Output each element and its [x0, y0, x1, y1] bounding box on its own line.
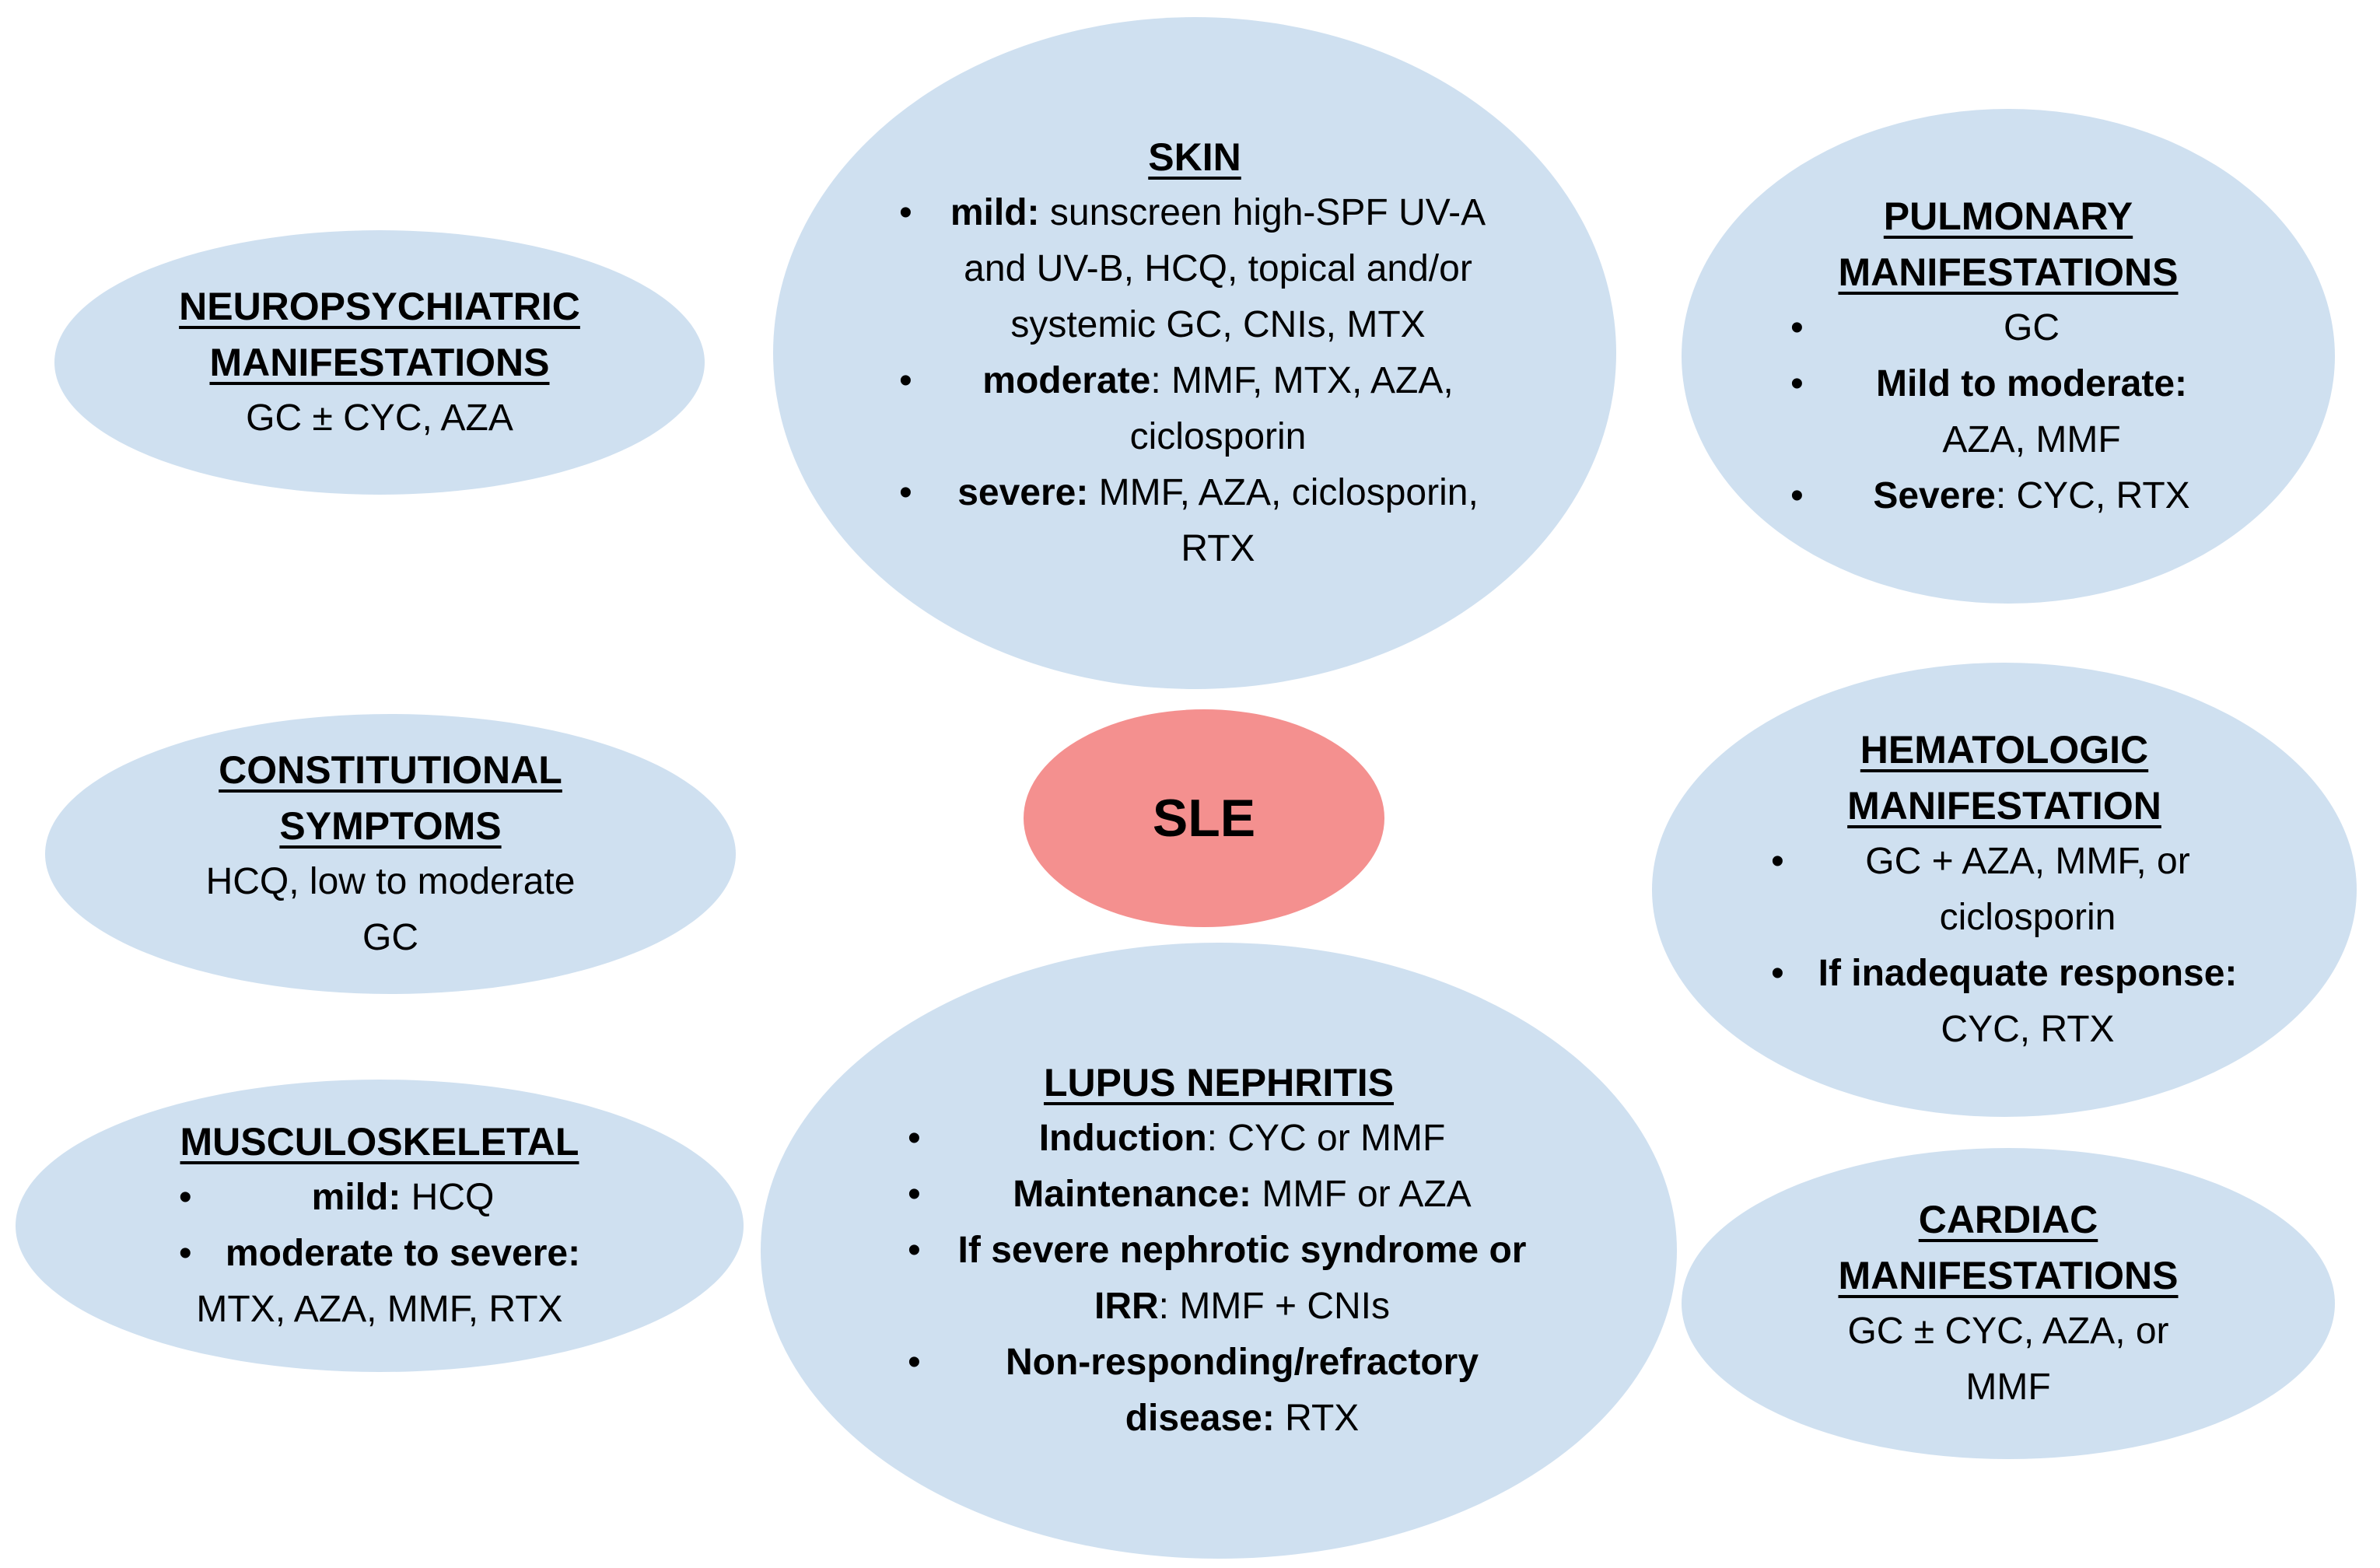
musculoskeletal-title: MUSCULOSKELETAL [180, 1120, 579, 1164]
lupus-nephritis-list: Induction: CYC or MMF Maintenance: MMF o… [908, 1111, 1530, 1447]
list-item: If inadequate response: CYC, RTX [1771, 946, 2238, 1058]
list-item: mild: sunscreen high-SPF UV-A and UV-B, … [899, 185, 1490, 353]
cardiac-ellipse: CARDIAC MANIFESTATIONS GC ± CYC, AZA, or… [1682, 1148, 2335, 1459]
constitutional-text-line-1: HCQ, low to moderate [205, 861, 576, 902]
hematologic-title-line-1: HEMATOLOGIC [1860, 728, 2149, 772]
sle-label: SLE [1152, 789, 1256, 848]
constitutional-title-line-2: SYMPTOMS [279, 804, 502, 848]
list-item: Maintenance: MMF or AZA [908, 1167, 1530, 1223]
hematologic-title: HEMATOLOGIC MANIFESTATION [1847, 722, 2161, 834]
hematologic-ellipse: HEMATOLOGIC MANIFESTATION GC + AZA, MMF,… [1652, 663, 2357, 1117]
skin-list: mild: sunscreen high-SPF UV-A and UV-B, … [899, 185, 1490, 577]
list-item: Mild to moderate: AZA, MMF [1790, 356, 2226, 468]
list-item: Induction: CYC or MMF [908, 1111, 1530, 1167]
constitutional-title: CONSTITUTIONAL SYMPTOMS [219, 742, 562, 854]
pulmonary-list: GC Mild to moderate: AZA, MMF Severe: CY… [1790, 300, 2226, 524]
neuropsychiatric-title-line-2: MANIFESTATIONS [209, 341, 550, 384]
pulmonary-title: PULMONARY MANIFESTATIONS [1838, 188, 2178, 300]
cardiac-text: GC ± CYC, AZA, or MMF [1847, 1304, 2168, 1416]
musculoskeletal-ellipse: MUSCULOSKELETAL mild: HCQ moderate to se… [16, 1080, 744, 1372]
cardiac-title: CARDIAC MANIFESTATIONS [1838, 1192, 2178, 1304]
constitutional-text: HCQ, low to moderate GC [206, 854, 576, 966]
cardiac-title-line-2: MANIFESTATIONS [1838, 1254, 2179, 1297]
constitutional-title-line-1: CONSTITUTIONAL [219, 748, 562, 792]
list-item: Severe: CYC, RTX [1790, 468, 2226, 524]
list-item: moderate to severe: [179, 1226, 580, 1282]
lupus-nephritis-ellipse: LUPUS NEPHRITIS Induction: CYC or MMF Ma… [761, 943, 1677, 1559]
list-item: If severe nephrotic syndrome or IRR: MMF… [908, 1223, 1530, 1335]
list-item: Non-responding/refractory disease: RTX [908, 1335, 1530, 1447]
hematologic-title-line-2: MANIFESTATION [1847, 784, 2161, 828]
skin-ellipse: SKIN mild: sunscreen high-SPF UV-A and U… [773, 17, 1616, 689]
list-item: GC [1790, 300, 2226, 356]
neuropsychiatric-ellipse: NEUROPSYCHIATRIC MANIFESTATIONS GC ± CYC… [54, 230, 705, 495]
musculoskeletal-list: mild: HCQ moderate to severe: [179, 1170, 580, 1282]
hematologic-list: GC + AZA, MMF, or ciclosporin If inadequ… [1771, 834, 2238, 1058]
pulmonary-title-line-1: PULMONARY [1883, 194, 2133, 238]
neuropsychiatric-title: NEUROPSYCHIATRIC MANIFESTATIONS [179, 278, 580, 390]
list-item: GC + AZA, MMF, or ciclosporin [1771, 834, 2238, 946]
list-item: moderate: MMF, MTX, AZA, ciclosporin [899, 353, 1490, 465]
cardiac-title-line-1: CARDIAC [1918, 1198, 2098, 1241]
lupus-nephritis-title: LUPUS NEPHRITIS [1043, 1061, 1395, 1104]
constitutional-ellipse: CONSTITUTIONAL SYMPTOMS HCQ, low to mode… [45, 714, 736, 994]
skin-title: SKIN [1148, 135, 1241, 179]
neuropsychiatric-text: GC ± CYC, AZA [246, 397, 513, 439]
list-item: severe: MMF, AZA, ciclosporin, RTX [899, 465, 1490, 577]
sle-center-ellipse: SLE [1024, 709, 1384, 927]
pulmonary-ellipse: PULMONARY MANIFESTATIONS GC Mild to mode… [1682, 109, 2335, 604]
list-item: mild: HCQ [179, 1170, 580, 1226]
cardiac-text-line-2: MMF [1965, 1367, 2051, 1408]
musculoskeletal-extra-line: MTX, AZA, MMF, RTX [196, 1289, 563, 1330]
neuropsychiatric-title-line-1: NEUROPSYCHIATRIC [179, 285, 580, 328]
constitutional-text-line-2: GC [362, 917, 418, 958]
cardiac-text-line-1: GC ± CYC, AZA, or [1847, 1311, 2169, 1352]
pulmonary-title-line-2: MANIFESTATIONS [1838, 250, 2179, 294]
